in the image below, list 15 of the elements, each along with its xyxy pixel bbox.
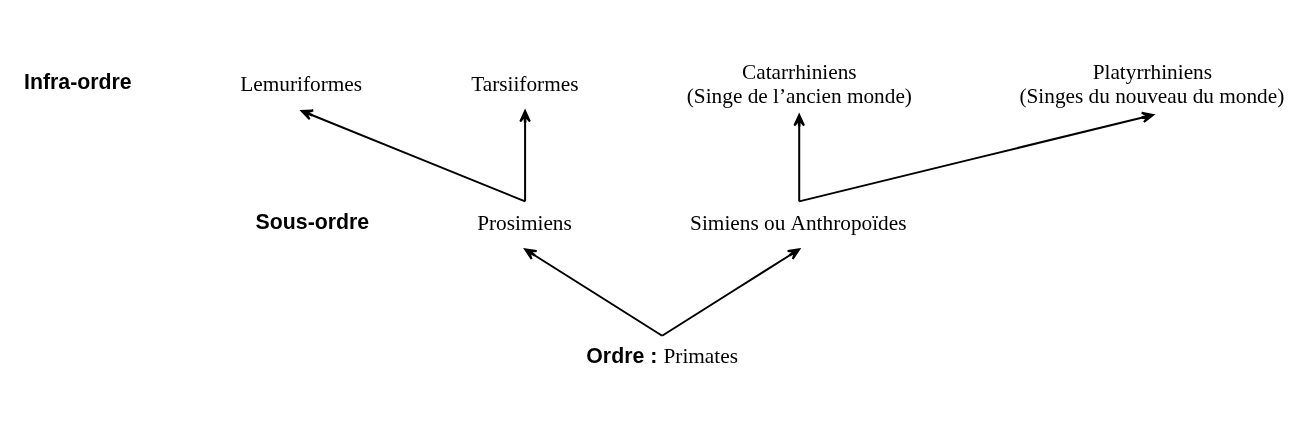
arrow [300,108,527,202]
node-text: Prosimiens [477,210,572,235]
arrow [519,109,531,202]
arrow [793,113,805,202]
label: Infra-ordre [24,69,132,94]
node-text: Tarsiiformes [471,71,579,96]
node-text: Simiens ou Anthropoïdes [690,210,907,235]
node-text: Ordre : Primates [586,343,738,368]
arrow [524,247,664,337]
arrow [798,111,1155,202]
node-text: Lemuriformes [240,71,363,96]
node-text: Platyrrhiniens (Singes du nouveau du monde) [1019,59,1285,108]
arrow [661,247,801,337]
node-text: Catarrhiniens (Singe de l’ancien monde) [686,59,912,108]
label: Sous-ordre [255,209,370,234]
